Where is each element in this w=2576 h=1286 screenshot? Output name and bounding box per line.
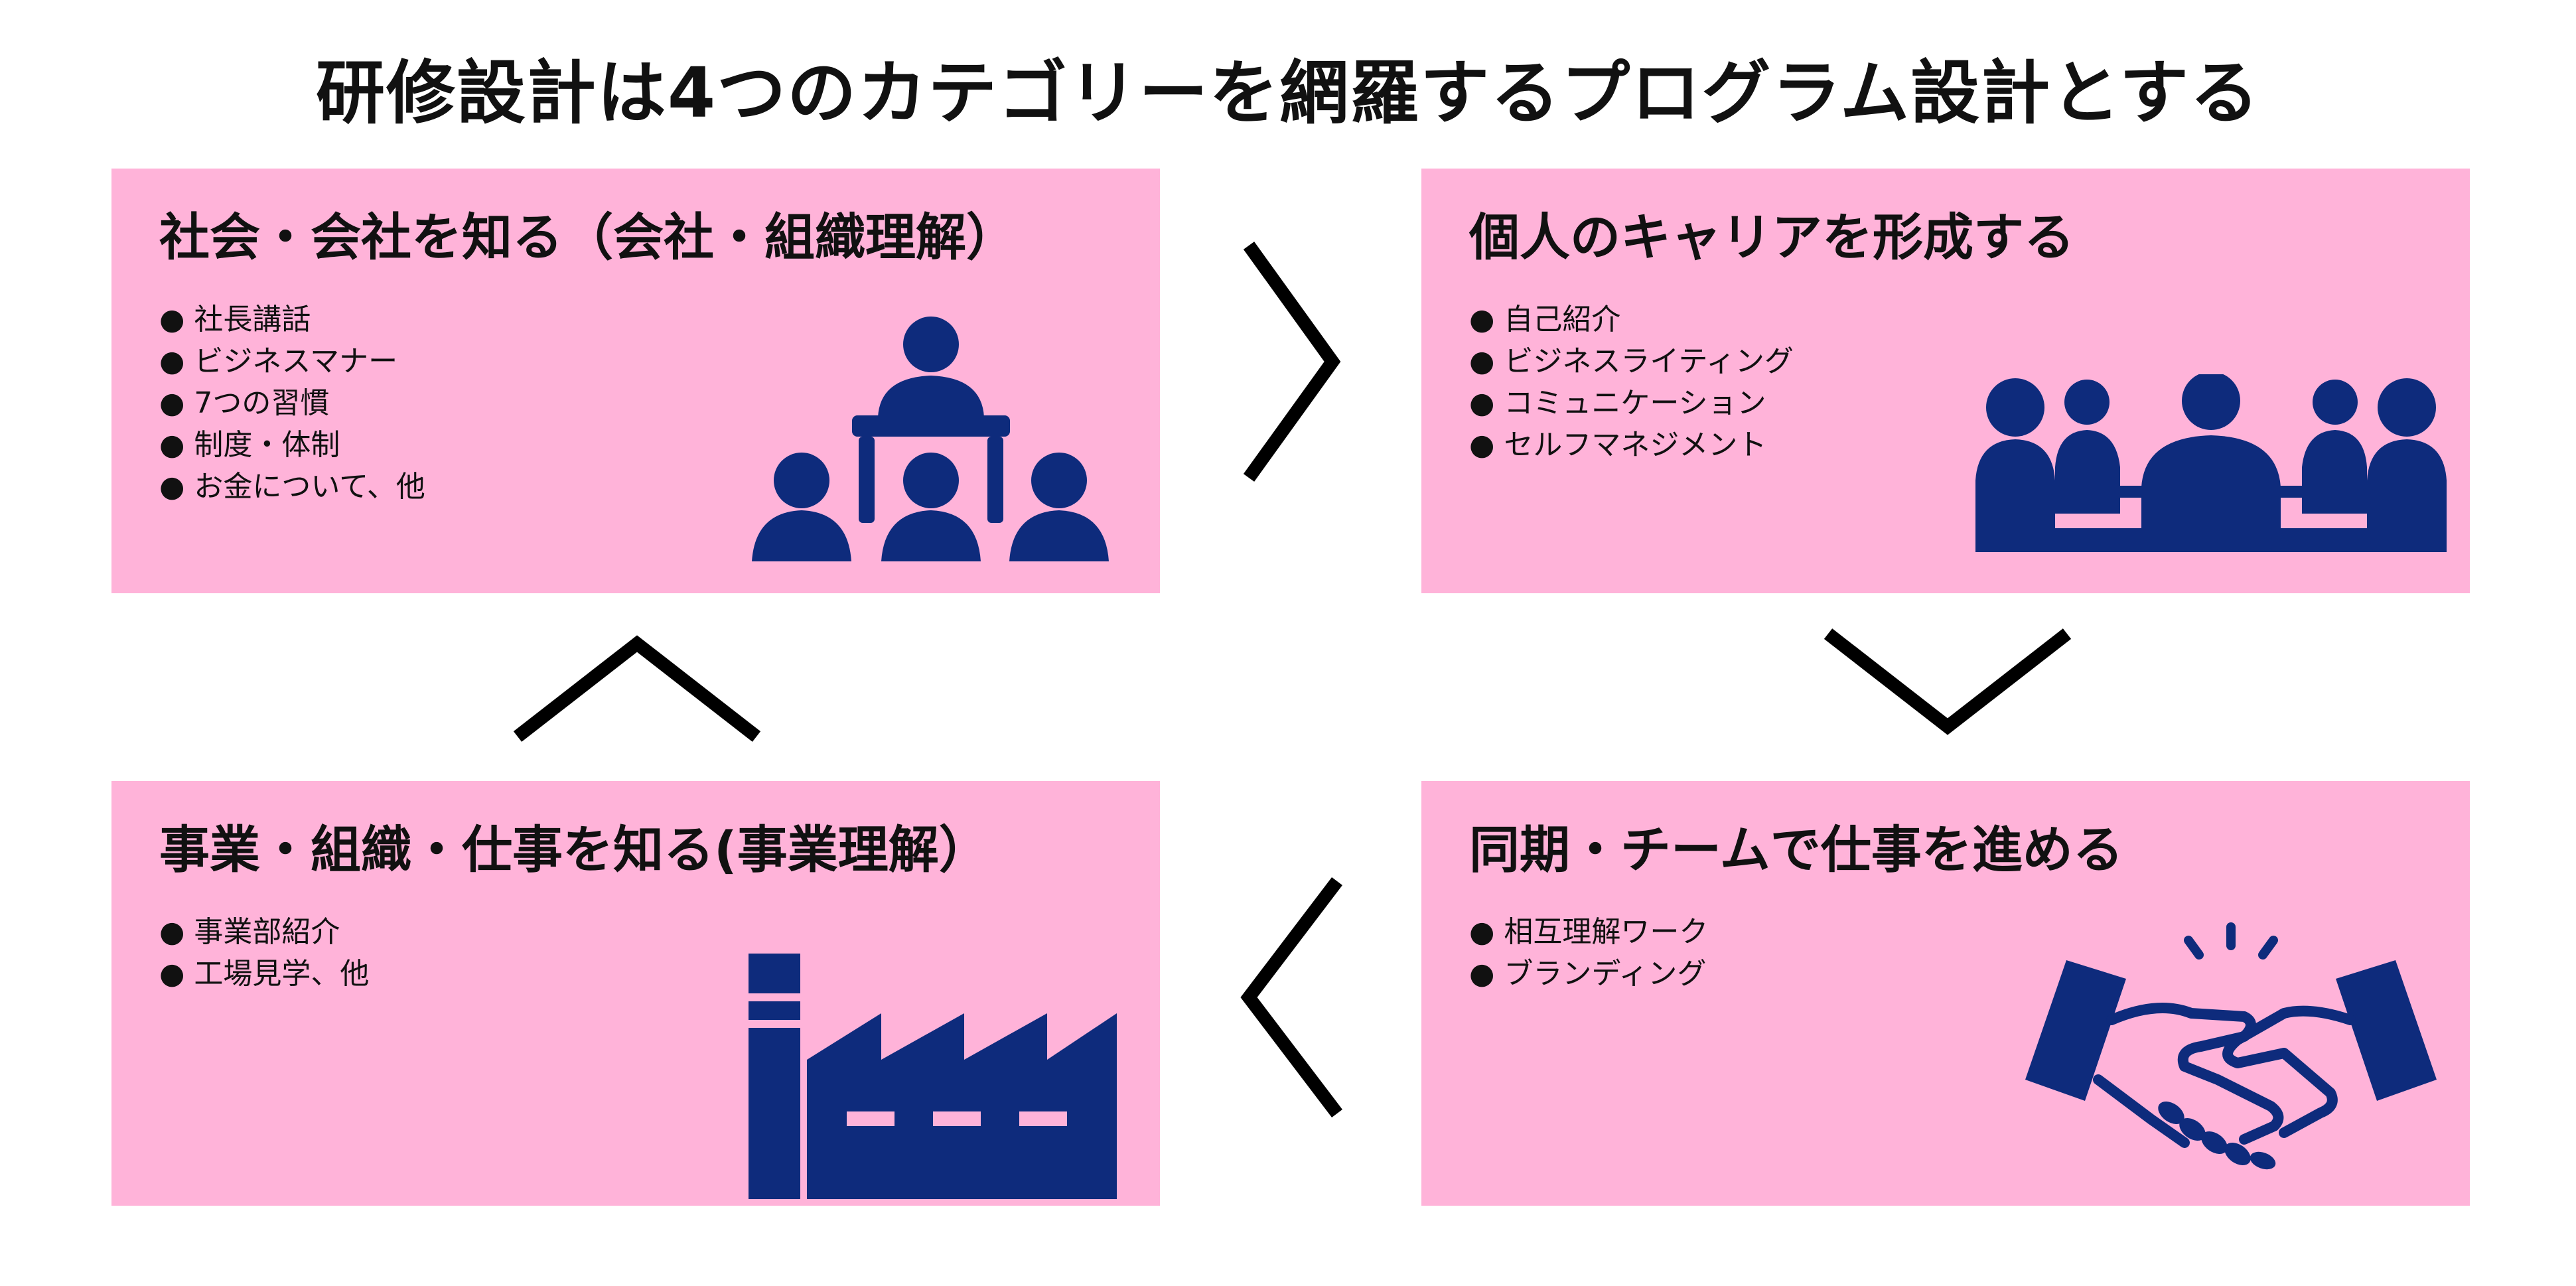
list-item: ●相互理解ワーク <box>1469 911 1708 953</box>
item-list: ●社長講話 ●ビジネスマナー ●7つの習慣 ●制度・体制 ●お金について、他 <box>159 299 425 508</box>
card-title: 個人のキャリアを形成する <box>1469 208 2074 267</box>
bullet-icon: ● <box>1469 428 1495 462</box>
card-title: 同期・チームで仕事を進める <box>1469 820 2123 879</box>
bullet-icon: ● <box>159 470 185 504</box>
bullet-icon: ● <box>159 386 185 420</box>
chevron-right-icon <box>1243 242 1341 482</box>
item-list: ●事業部紹介 ●工場見学、他 <box>159 911 369 995</box>
bullet-icon: ● <box>1469 344 1495 378</box>
bullet-icon: ● <box>159 428 185 462</box>
bullet-icon: ● <box>159 915 185 949</box>
list-item: ●セルフマネジメント <box>1469 424 1794 466</box>
chevron-left-icon <box>1240 877 1342 1118</box>
bullet-icon: ● <box>159 957 185 991</box>
list-item: ●お金について、他 <box>159 466 425 508</box>
list-item: ●ブランディング <box>1469 953 1708 995</box>
card-team-work: 同期・チームで仕事を進める ●相互理解ワーク ●ブランディング <box>1421 781 2470 1206</box>
list-item: ●制度・体制 <box>159 424 425 466</box>
page-title: 研修設計は4つのカテゴリーを網羅するプログラム設計とする <box>315 52 2261 133</box>
card-title: 事業・組織・仕事を知る(事業理解） <box>159 820 989 879</box>
card-title: 社会・会社を知る（会社・組織理解） <box>159 208 1017 267</box>
handshake-icon <box>2025 922 2437 1170</box>
bullet-icon: ● <box>159 303 185 336</box>
list-item: ●コミュニケーション <box>1469 382 1794 424</box>
chevron-up-icon <box>513 635 761 742</box>
bullet-icon: ● <box>1469 386 1495 420</box>
card-company-understanding: 社会・会社を知る（会社・組織理解） ●社長講話 ●ビジネスマナー ●7つの習慣 … <box>111 169 1160 593</box>
list-item: ●ビジネスライティング <box>1469 340 1794 382</box>
list-item: ●7つの習慣 <box>159 382 425 424</box>
meeting-icon <box>1975 374 2447 552</box>
bullet-icon: ● <box>1469 303 1495 336</box>
bullet-icon: ● <box>1469 957 1495 991</box>
bullet-icon: ● <box>159 344 185 378</box>
card-business-understanding: 事業・組織・仕事を知る(事業理解） ●事業部紹介 ●工場見学、他 <box>111 781 1160 1206</box>
list-item: ●事業部紹介 <box>159 911 369 953</box>
list-item: ●社長講話 <box>159 299 425 340</box>
item-list: ●自己紹介 ●ビジネスライティング ●コミュニケーション ●セルフマネジメント <box>1469 299 1794 466</box>
chevron-down-icon <box>1824 628 2072 735</box>
list-item: ●ビジネスマナー <box>159 340 425 382</box>
list-item: ●自己紹介 <box>1469 299 1794 340</box>
item-list: ●相互理解ワーク ●ブランディング <box>1469 911 1708 995</box>
card-career-building: 個人のキャリアを形成する ●自己紹介 ●ビジネスライティング ●コミュニケーショ… <box>1421 169 2470 593</box>
lecture-icon <box>752 317 1109 561</box>
list-item: ●工場見学、他 <box>159 953 369 995</box>
factory-icon <box>749 954 1117 1199</box>
bullet-icon: ● <box>1469 915 1495 949</box>
